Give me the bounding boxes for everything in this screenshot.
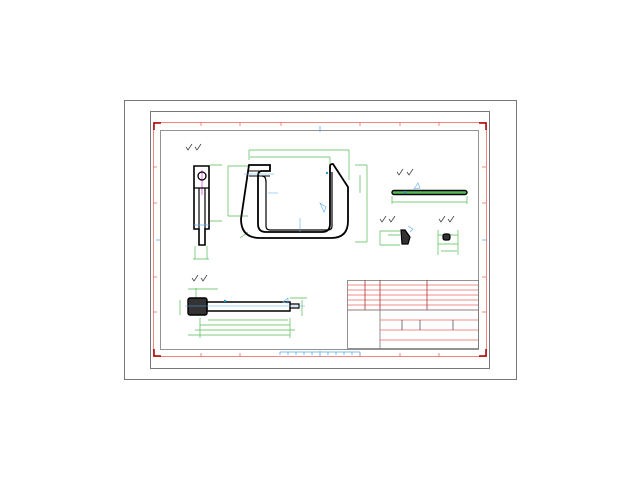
sheet-border [150,111,490,369]
weld-symbol-icon [325,171,329,175]
centering-marks [156,126,487,357]
side-view-c-clamp-frame [227,149,368,243]
viewport-border [124,100,517,380]
handle-bar-view [391,182,468,204]
surface-finish-symbol-icon [185,143,455,282]
title-block [347,280,479,349]
nut-view [437,230,459,255]
swivel-pad-view [379,225,414,246]
front-view-clamp-jaw [193,164,222,260]
screw-view [179,288,307,338]
corner-marks [153,122,487,357]
